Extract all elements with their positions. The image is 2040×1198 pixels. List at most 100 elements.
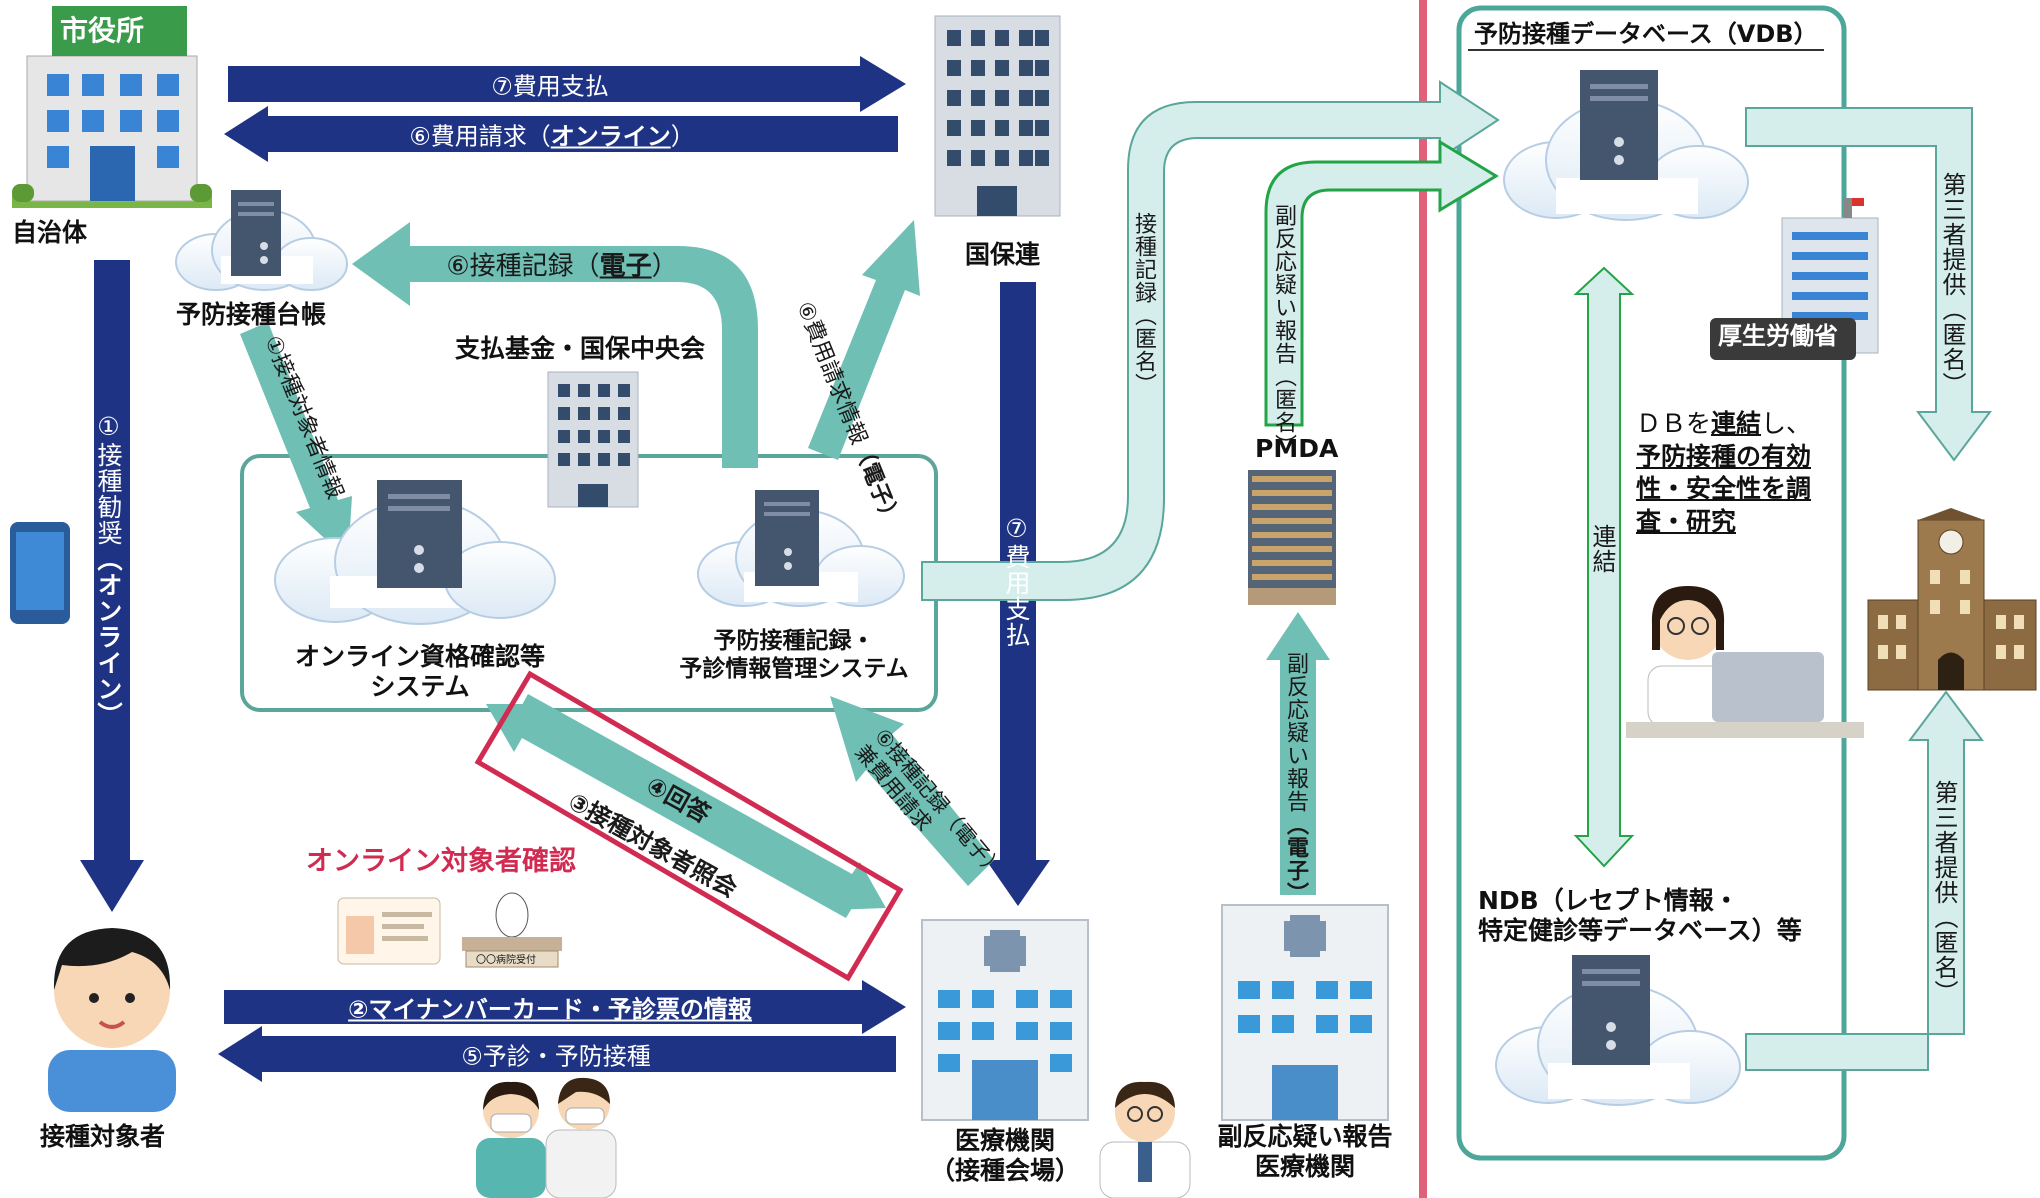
adverse-anon-a: 副反応疑い報告 [1271,204,1296,365]
vdb-panel [1456,5,1847,1161]
arrow-answer [516,694,886,910]
mhlw-label: 厚生労働省 [1718,322,1838,350]
subject-label: 接種対象者 [40,1122,166,1151]
adverse-electronic-label: 副反応疑い報告（電子） [1283,652,1308,905]
ndb-label-line2: 特定健診等データベース）等 [1478,916,1802,945]
third-party-bottom-label: 第三者提供（匿名） [1930,780,1958,1005]
record-system-label: 予防接種記録・ 予診情報管理システム [662,628,926,683]
db-link-note-line4: 査・研究 [1636,506,1737,536]
third-party-top-b: （匿名） [1938,297,1966,397]
arrow-link [1573,266,1635,868]
recommend-label: ①接種勧奨（オンライン） [94,412,123,728]
arrow-record-electronic [352,222,758,468]
db-link-note: ＤＢを連結し、 予防接種の有効 性・安全性を調 査・研究 [1636,408,1811,538]
record-system-cloud [697,490,905,607]
db-link-note-a: ＤＢを [1636,409,1712,438]
third-party-top-a: 第三者提供 [1938,172,1966,297]
fund-building [547,371,639,508]
cost-claim-prefix: ⑥費用請求（ [409,122,551,151]
record-emph: 電子 [599,251,652,282]
record-anon-a: 接種記録 [1131,212,1156,304]
medical-label-line2: （接種会場） [929,1156,1080,1185]
online-check-highlight [474,670,904,982]
cost-payment-mid-label: ⑦費用支払 [1002,514,1031,648]
online-check-label: オンライン対象者確認 [306,846,576,877]
mhlw-label-plate [1710,318,1856,360]
cost-claim-label: ⑥費用請求（オンライン） [409,117,695,152]
vdb-title: 予防接種データベース（VDB） [1468,20,1824,51]
cost-claim-suffix: ） [670,122,695,151]
city-hall-sign-label: 市役所 [60,14,145,47]
arrow-claim-info [808,220,920,460]
mynumber-card-icon [337,897,441,965]
vdb-cloud [1503,70,1749,221]
pmda-building [1248,470,1336,605]
recommend-a: ①接種勧奨 [94,412,123,546]
third-party-top-label: 第三者提供（匿名） [1938,172,1966,397]
adverse-anon-b: （匿名） [1271,365,1296,457]
municipality-label: 自治体 [12,218,88,247]
pmda-label: PMDA [1255,434,1339,463]
arrow-third-party-top [1745,107,1992,462]
adverse-elec-a: 副反応疑い報告 [1283,652,1308,813]
separator-line [1419,0,1427,1198]
fund-label: 支払基金・国保中央会 [455,334,706,363]
db-link-note-line1: ＤＢを連結し、 [1636,408,1811,441]
recommend-b: （オンライン） [94,546,123,728]
adverse-hospital-building [1221,904,1389,1121]
db-link-note-c: し、 [1761,409,1812,438]
adverse-inst-label-line2: 医療機関 [1254,1152,1355,1181]
arrow-cost-payment-top [228,56,906,112]
online-system-cloud [274,480,556,625]
register-label: 予防接種台帳 [176,300,327,329]
arrow-third-party-bottom [1745,690,1984,1071]
arrow-cost-claim [224,106,898,162]
arrow-mynumber [224,980,906,1034]
cost-claim-emph: オンライン [550,122,671,151]
kokuhoren-building [934,15,1061,217]
university-building [1867,508,2037,691]
arrow-exam [218,1026,896,1082]
medical-label: 医療機関 （接種会場） [915,1126,1095,1186]
record-system-label-line2: 予診情報管理システム [679,655,909,682]
city-hall-sign [52,10,182,52]
reception-desk-icon [462,892,562,968]
arrow-adverse-anonymous [1264,139,1499,427]
doctor-icon [1099,1081,1191,1198]
arrow-target-info [240,322,352,560]
third-party-bot-b: （匿名） [1930,905,1958,1005]
exam-label: ⑤予診・予防接種 [461,1042,651,1071]
medical-label-line1: 医療機関 [954,1126,1055,1155]
arrow-recommend [80,260,144,912]
subject-person-icon [48,928,176,1112]
record-anonymous-label: 接種記録（匿名） [1131,212,1156,396]
record-electronic-label: ⑥接種記録（電子） [446,246,677,283]
arrow-record-anonymous [921,80,1500,601]
adverse-anonymous-label: 副反応疑い報告（匿名） [1271,204,1296,457]
record-system-label-line1: 予防接種記録・ [713,628,875,654]
link-label: 連結 [1588,524,1616,574]
adverse-elec-b: （電子） [1283,813,1308,905]
cost-payment-top-label: ⑦費用支払 [491,72,609,101]
online-system-label: オンライン資格確認等 システム [286,642,554,702]
record-prefix: ⑥接種記録（ [446,251,600,282]
arrow-inquiry [486,704,858,918]
ndb-label-line1: NDB（レセプト情報・ [1478,886,1739,915]
register-cloud [175,190,348,291]
mhlw-building [1781,198,1879,354]
vaccination-scene-icon [476,1077,617,1198]
db-link-note-line3: 性・安全性を調 [1636,474,1812,503]
record-anon-b: （匿名） [1131,304,1156,396]
adverse-inst-label: 副反応疑い報告 医療機関 [1200,1122,1410,1182]
smartphone-icon [10,522,70,624]
hospital-building [921,919,1089,1121]
ndb-cloud [1495,955,1741,1106]
adverse-inst-label-line1: 副反応疑い報告 [1217,1122,1393,1151]
arrow-adverse-electronic [1266,612,1330,895]
clinic-sign: 〇〇病院受付 [476,955,536,966]
db-link-note-line2: 予防接種の有効 [1636,441,1812,471]
third-party-bot-a: 第三者提供 [1930,780,1958,905]
arrow-record-claim [830,696,994,886]
ndb-label: NDB（レセプト情報・ 特定健診等データベース）等 [1478,886,1802,946]
